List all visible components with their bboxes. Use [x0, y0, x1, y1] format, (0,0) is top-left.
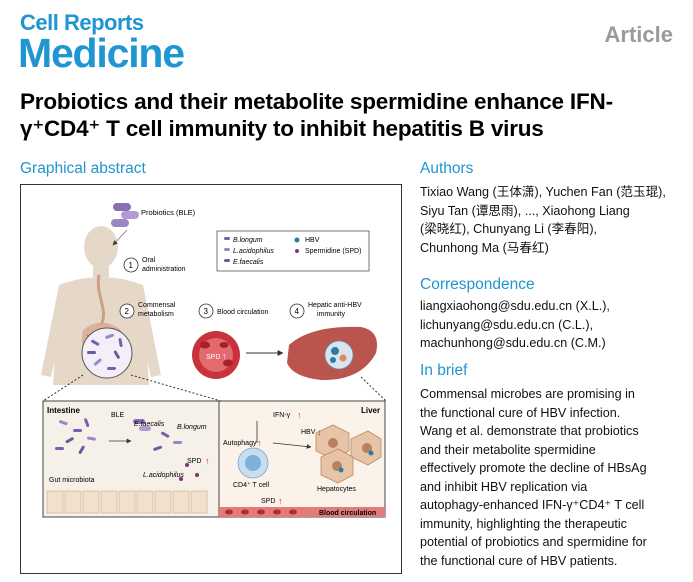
- legend-e-faecalis: E.faecalis: [233, 259, 264, 266]
- in-brief-line: potential of probiotics and spermidine f…: [420, 535, 647, 549]
- authors-list: Tixiao Wang (王体潇), Yuchen Fan (范玉琨), Siy…: [420, 183, 666, 257]
- in-brief-line: Commensal microbes are promising in: [420, 387, 635, 401]
- authors-heading: Authors: [420, 160, 474, 177]
- legend-spd: Spermidine (SPD): [305, 248, 361, 255]
- graphical-abstract-svg: Probiotics (BLE) 1 Oral administration B…: [41, 203, 387, 518]
- in-brief-line: immunity, highlighting the therapeutic: [420, 516, 627, 531]
- intestine-gut-microbiota: Gut microbiota: [49, 477, 95, 484]
- liver-panel: [218, 400, 386, 518]
- liver-blood-circulation: Blood circulation: [319, 510, 376, 517]
- probiotic-capsule-icon: [111, 203, 139, 227]
- in-brief-heading: In brief: [420, 362, 468, 379]
- in-brief-line: the functional cure of HBV patients.: [420, 553, 618, 568]
- legend-hbv: HBV: [305, 237, 320, 244]
- liver-hbv: HBV: [301, 429, 316, 436]
- liver-spd-up-icon: ↑: [278, 496, 283, 506]
- liver-title: Liver: [361, 406, 380, 415]
- intestine-spd: SPD: [187, 458, 201, 465]
- hbv-decrease-icon: ↓: [317, 427, 322, 437]
- hbv-icon: [294, 237, 300, 243]
- step-4-label: Hepatic anti-HBV: [308, 302, 362, 309]
- step-2-label: Commensal: [138, 302, 176, 309]
- liver-autophagy: Autophagy: [223, 440, 257, 447]
- correspondence-heading: Correspondence: [420, 276, 535, 293]
- author-line: Siyu Tan (谭思雨), ..., Xiaohong Liang: [420, 203, 630, 218]
- e-faecalis-icon: [224, 259, 230, 262]
- correspondence-email[interactable]: liangxiaohong@sdu.edu.cn (X.L.),: [420, 299, 610, 313]
- step-2-number: 2: [125, 307, 130, 316]
- step-1-label-2: administration: [142, 266, 186, 273]
- intestine-panel: [42, 400, 220, 518]
- in-brief-line: and their metabolite spermidine: [420, 442, 596, 457]
- ifn-increase-icon: ↑: [297, 410, 302, 420]
- legend-box: B.longum L.acidophilus E.faecalis HBV Sp…: [216, 230, 370, 272]
- step-4-number: 4: [295, 307, 300, 316]
- in-brief-line: and inhibit HBV replication via: [420, 479, 588, 494]
- step-3-number: 3: [204, 307, 209, 316]
- step-3-badge: [198, 303, 214, 319]
- author-line: Chunhong Ma (马春红): [420, 240, 549, 255]
- hepatocytes-illustration: [315, 424, 382, 484]
- ble-capsules: [133, 419, 151, 431]
- correspondence-email[interactable]: machunhong@sdu.edu.cn (C.M.): [420, 336, 606, 350]
- in-brief-line: effectively promote the decline of HBsAg: [420, 461, 647, 475]
- spermidine-icon: [295, 249, 299, 253]
- spd-increase-icon: ↑: [222, 351, 227, 361]
- blood-vessel-circle: [192, 331, 240, 379]
- liver-spd: SPD: [261, 498, 275, 505]
- cd4-t-cell-icon: [237, 447, 269, 479]
- probiotics-label: Probiotics (BLE): [141, 208, 196, 217]
- intestine-ble: BLE: [111, 412, 125, 419]
- intestine-spd-up-icon: ↑: [205, 456, 210, 466]
- gut-microbiota-circle: [81, 327, 133, 379]
- step-3-label: Blood circulation: [217, 309, 268, 316]
- legend-l-acidophilus: L.acidophilus: [233, 248, 274, 255]
- in-brief-line: autophagy-enhanced IFN-γ⁺CD4⁺ T cell: [420, 498, 645, 512]
- journal-name-line2: Medicine: [18, 30, 185, 76]
- intestine-l-acidophilus: L.acidophilus: [143, 472, 184, 479]
- b-longum-icon: [224, 237, 230, 240]
- article-title: Probiotics and their metabolite spermidi…: [20, 89, 613, 141]
- in-brief-line: the functional cure of HBV infection.: [420, 405, 621, 420]
- liver-ifn: IFN-γ: [273, 412, 291, 419]
- correspondence-list: liangxiaohong@sdu.edu.cn (X.L.), lichuny…: [420, 297, 610, 353]
- step-1-number: 1: [129, 261, 134, 270]
- author-line: (梁晓红), Chunyang Li (李春阳),: [420, 222, 598, 236]
- legend-b-longum: B.longum: [233, 237, 263, 244]
- step-4-badge: [289, 303, 305, 319]
- step-1-label: Oral: [142, 257, 156, 264]
- liver-cd4: CD4⁺ T cell: [233, 481, 270, 489]
- step-4-label-2: immunity: [317, 311, 346, 318]
- correspondence-email[interactable]: lichunyang@sdu.edu.cn (C.L.),: [420, 317, 594, 332]
- liver-hepatocytes: Hepatocytes: [317, 486, 356, 493]
- liver-illustration: [287, 326, 377, 381]
- gut-bacteria-cluster: [55, 418, 199, 481]
- in-brief-text: Commensal microbes are promising in the …: [420, 385, 688, 570]
- l-acidophilus-icon: [224, 248, 230, 251]
- spd-blood-label: SPD: [206, 354, 220, 361]
- journal-name-line1: Cell Reports: [20, 10, 144, 35]
- blood-circulation-band: [219, 507, 385, 517]
- autophagy-increase-icon: ↑: [257, 438, 262, 448]
- intestine-title: Intestine: [47, 406, 80, 415]
- step-2-label-2: metabolism: [138, 311, 174, 318]
- step-1-badge: [123, 257, 139, 273]
- intestinal-epithelium: [46, 490, 208, 514]
- graphical-abstract-figure: Probiotics (BLE) 1 Oral administration B…: [20, 184, 402, 574]
- article-type-label: Article: [604, 22, 673, 47]
- step-2-badge: [119, 303, 135, 319]
- intestine-e-faecalis: E.faecalis: [134, 421, 165, 428]
- graphical-abstract-heading: Graphical abstract: [20, 160, 146, 177]
- in-brief-line: Wang et al. demonstrate that probiotics: [420, 424, 639, 438]
- author-line: Tixiao Wang (王体潇), Yuchen Fan (范玉琨),: [420, 185, 666, 199]
- intestine-b-longum: B.longum: [177, 424, 207, 431]
